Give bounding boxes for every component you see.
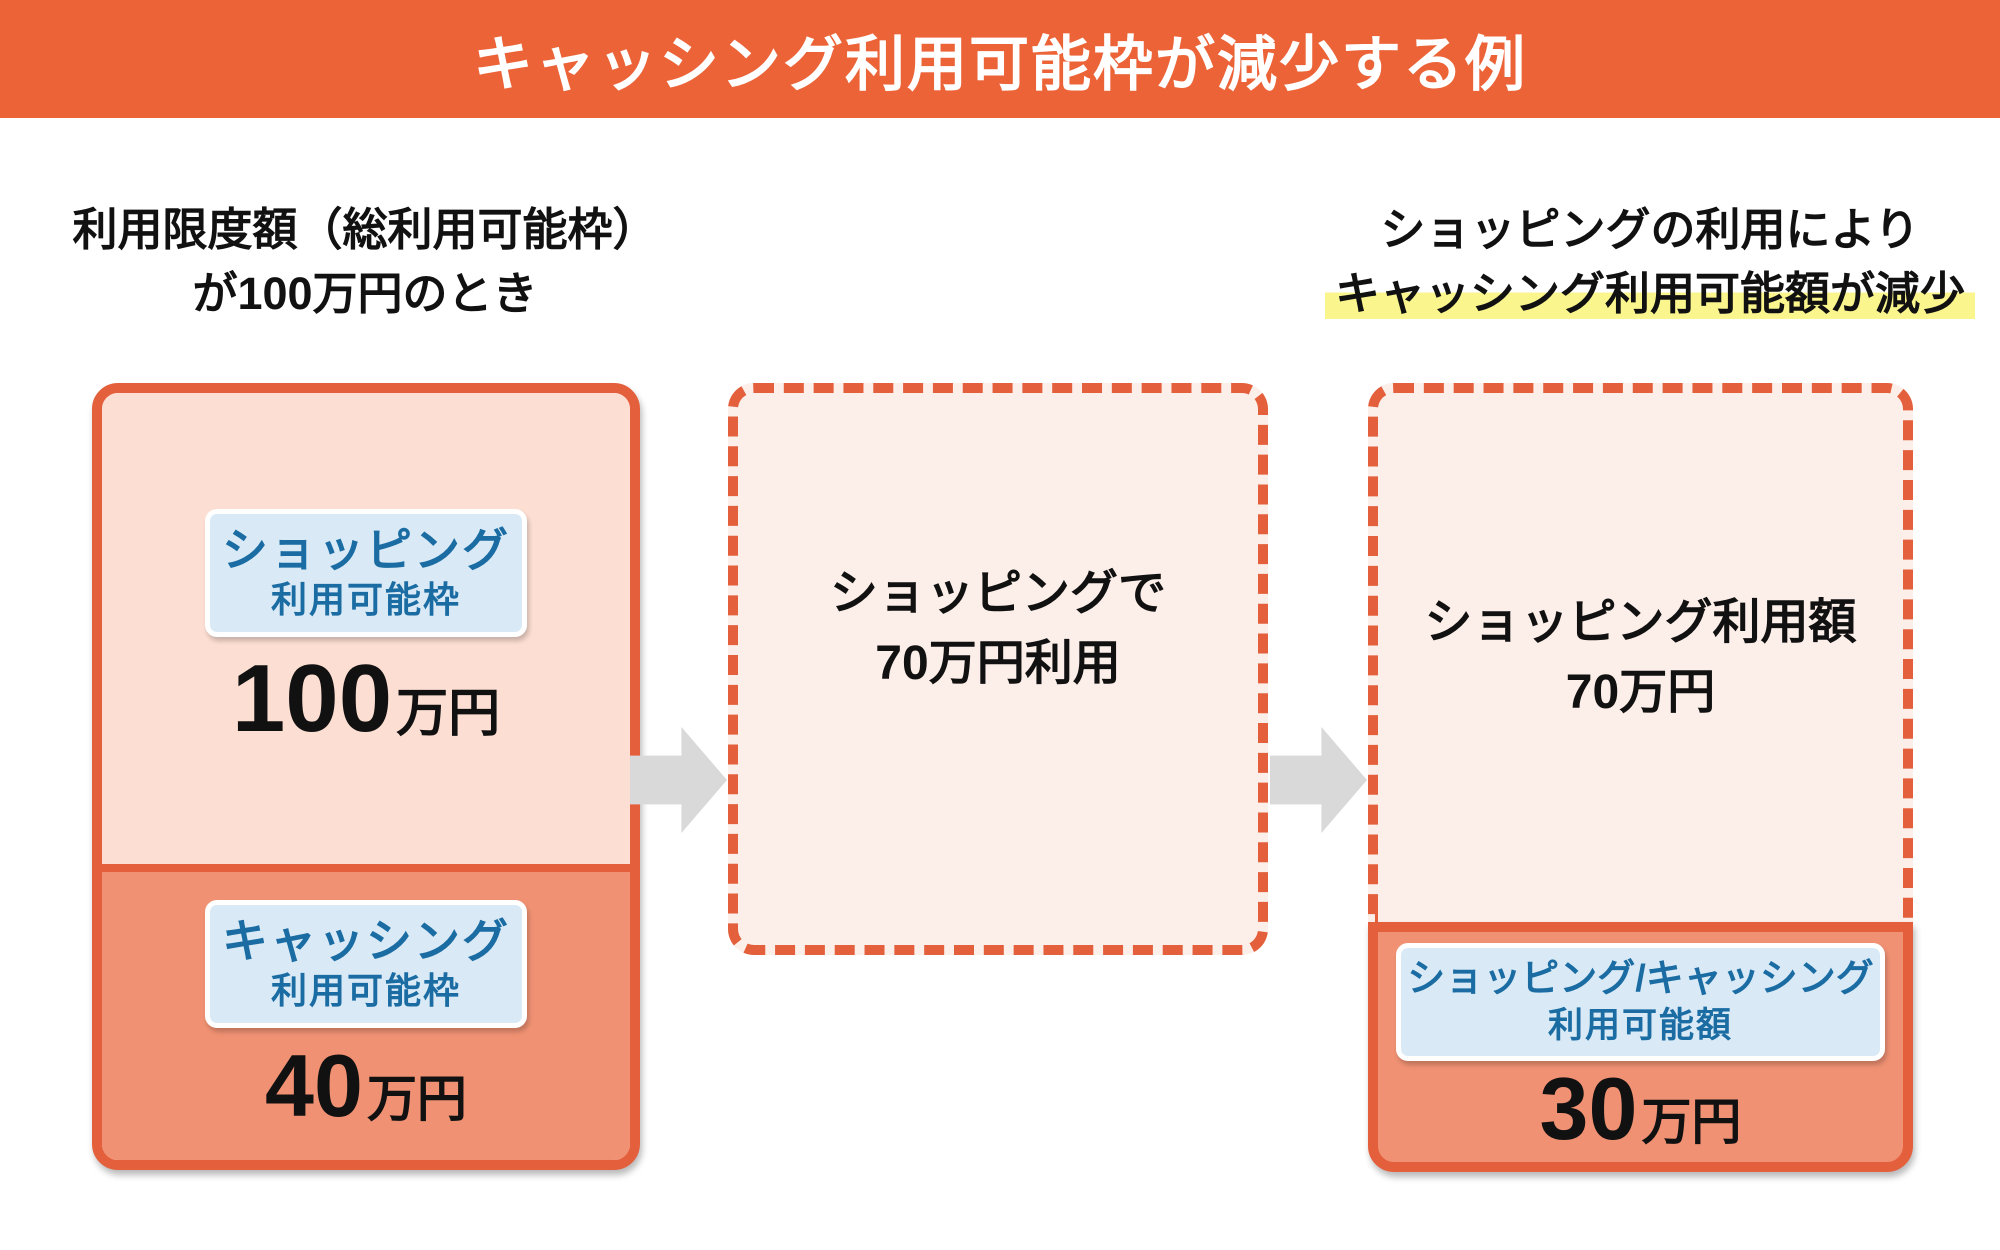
available-amount-chip: ショッピング/キャッシング 利用可能額 <box>1396 943 1885 1061</box>
amount-unit: 万円 <box>396 684 501 743</box>
chip-label-line2: 利用可能枠 <box>270 578 461 620</box>
used-text-line2: 70万円 <box>1565 665 1716 719</box>
right-heading: ショッピングの利用により キャッシング利用可能額が減少 <box>1320 198 1980 326</box>
arrow-right-icon <box>630 727 727 833</box>
chip-label-line1: ショッピング <box>222 523 510 576</box>
page-title: キャッシング利用可能枠が減少する例 <box>473 30 1527 98</box>
chip-label-line1: ショッピング/キャッシング <box>1407 958 1874 1000</box>
right-heading-line2: キャッシング利用可能額が減少 <box>1320 262 1980 326</box>
chip-label-line2: 利用可能額 <box>1547 1006 1733 1045</box>
shopping-limit-chip: ショッピング 利用可能枠 <box>205 508 527 637</box>
amount-number: 30 <box>1539 1059 1638 1158</box>
left-heading-line1: 利用限度額（総利用可能枠） <box>72 204 658 255</box>
chip-label-line2: 利用可能枠 <box>270 970 461 1011</box>
title-bar: キャッシング利用可能枠が減少する例 <box>0 0 2000 118</box>
chip-label-line1: キャッシング <box>222 915 510 967</box>
amount-unit: 万円 <box>366 1071 467 1127</box>
arrow-right-icon <box>1270 727 1367 833</box>
cashing-limit-chip: キャッシング 利用可能枠 <box>205 900 527 1028</box>
usage-text-line1: ショッピングで <box>829 567 1166 620</box>
section-divider <box>102 864 630 872</box>
used-text-line1: ショッピング利用額 <box>1424 595 1857 649</box>
amount-number: 40 <box>265 1036 363 1135</box>
highlighted-text: キャッシング利用可能額が減少 <box>1324 268 1975 319</box>
shopping-usage-box: ショッピングで 70万円利用 <box>728 383 1268 955</box>
amount-number: 100 <box>231 644 393 752</box>
left-heading: 利用限度額（総利用可能枠） が100万円のとき <box>50 198 680 326</box>
usage-text-line2: 70万円利用 <box>875 637 1121 690</box>
amount-unit: 万円 <box>1641 1094 1742 1150</box>
left-heading-line2: が100万円のとき <box>192 268 538 319</box>
right-heading-line1: ショッピングの利用により <box>1380 204 1920 255</box>
shopping-used-section: ショッピング利用額 70万円 <box>1368 383 1913 922</box>
